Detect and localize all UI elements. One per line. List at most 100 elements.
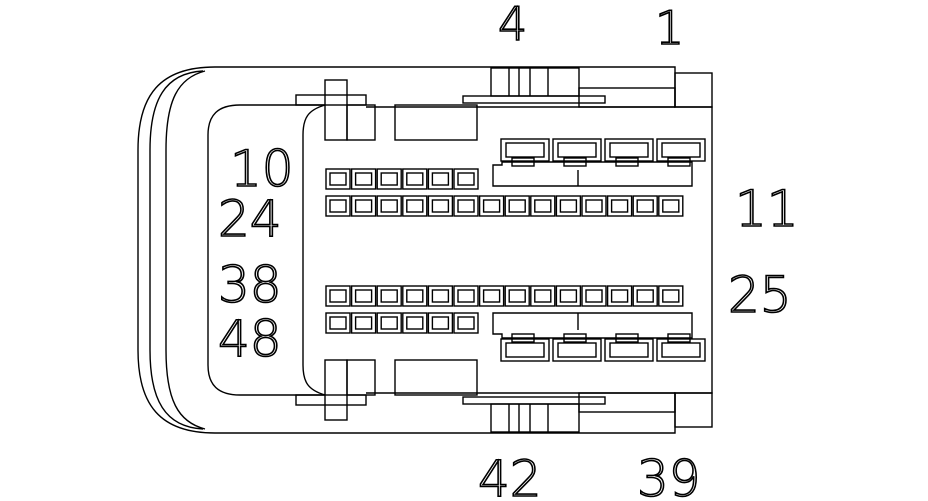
large-cavity-top — [552, 138, 602, 162]
cavity-row2-inner — [534, 199, 552, 213]
cavity-row3-inner — [406, 289, 424, 303]
cavity-row3 — [350, 285, 377, 307]
cavity-row2-inner — [482, 199, 501, 213]
pin-label-4: 4 — [498, 0, 527, 51]
large-cavity-top-inner — [661, 142, 701, 158]
cavity-row3 — [325, 285, 351, 307]
cavity-row3-inner — [662, 289, 680, 303]
cavity-row4-inner — [406, 316, 424, 330]
cavity-row1 — [325, 168, 351, 190]
cavity-row3 — [453, 285, 479, 307]
cavity-row4 — [427, 312, 454, 334]
large-cavity-top-inner — [557, 142, 597, 158]
pin-label-11: 11 — [735, 180, 799, 238]
cavity-row2-inner — [559, 199, 578, 213]
cavity-row3-inner — [380, 289, 398, 303]
cavity-row3-inner — [482, 289, 501, 303]
cavity-row3-inner — [508, 289, 526, 303]
cavity-row2-inner — [406, 199, 424, 213]
large-cavity-bottom-inner — [557, 342, 597, 358]
cavity-row4 — [376, 312, 402, 334]
cavity-row4-inner — [457, 316, 475, 330]
cavity-row3-inner — [559, 289, 578, 303]
cavity-row3 — [402, 285, 428, 307]
cavity-row2-inner — [380, 199, 398, 213]
cavity-row4 — [325, 312, 351, 334]
cavity-row1-inner — [431, 172, 450, 186]
cavity-row2 — [504, 195, 530, 217]
cavity-row3 — [504, 285, 530, 307]
large-cavity-bottom — [552, 338, 602, 362]
large-cavity-bottom — [604, 338, 654, 362]
cavity-row3-inner — [457, 289, 475, 303]
cavity-row2 — [402, 195, 428, 217]
cavity-row2 — [581, 195, 607, 217]
cavity-row4-inner — [380, 316, 398, 330]
cavity-row2-inner — [662, 199, 680, 213]
cavity-row2 — [606, 195, 633, 217]
cavity-row2 — [478, 195, 505, 217]
pin-label-10: 10 — [230, 140, 294, 198]
cavity-row1-inner — [354, 172, 373, 186]
connector-shell — [137, 66, 713, 434]
pin-labels: 4 1 10 24 38 48 11 25 42 39 — [217, 0, 799, 501]
pin-label-42: 42 — [478, 450, 542, 501]
cavity-row1 — [350, 168, 377, 190]
cavity-row2 — [530, 195, 556, 217]
cavity-row3 — [427, 285, 454, 307]
pin-label-38: 38 — [218, 256, 282, 314]
cavity-row2-inner — [585, 199, 603, 213]
large-cavity-carriers — [492, 161, 693, 339]
cavity-row3-inner — [329, 289, 347, 303]
cavity-row3-inner — [585, 289, 603, 303]
cavity-row4 — [350, 312, 377, 334]
cavity-row4-inner — [431, 316, 450, 330]
cavity-row1-inner — [457, 172, 475, 186]
cavity-row2 — [427, 195, 454, 217]
cavity-row3-inner — [354, 289, 373, 303]
large-cavity-bottom — [500, 338, 550, 362]
cavity-row4-inner — [354, 316, 373, 330]
cavity-row2-inner — [354, 199, 373, 213]
cavity-row1-inner — [380, 172, 398, 186]
large-cavity-top-inner — [505, 142, 545, 158]
cavity-row2-inner — [431, 199, 450, 213]
large-cavity-bottom-inner — [609, 342, 649, 358]
large-cavity-bottom-inner — [661, 342, 701, 358]
cavity-row1 — [402, 168, 428, 190]
cavity-row1-inner — [406, 172, 424, 186]
cavity-row1 — [453, 168, 479, 190]
large-cavity-top-inner — [609, 142, 649, 158]
cavity-row2-inner — [636, 199, 654, 213]
cavity-row3-inner — [431, 289, 450, 303]
pin-label-48: 48 — [218, 310, 282, 368]
connector-tabs — [295, 72, 713, 428]
large-cavity-bottom — [656, 338, 706, 362]
cavity-row3 — [555, 285, 582, 307]
pin-label-39: 39 — [637, 450, 701, 501]
cavity-row4-inner — [329, 316, 347, 330]
connector-keys — [462, 67, 676, 433]
pin-cavities — [325, 138, 706, 362]
cavity-row3-inner — [610, 289, 629, 303]
cavity-row2-inner — [329, 199, 347, 213]
large-cavity-top — [604, 138, 654, 162]
cavity-row4 — [453, 312, 479, 334]
cavity-row2 — [453, 195, 479, 217]
cavity-row2 — [325, 195, 351, 217]
cavity-row4 — [402, 312, 428, 334]
cavity-row2-inner — [508, 199, 526, 213]
large-cavity-bottom-inner — [505, 342, 545, 358]
large-cavity-top — [500, 138, 550, 162]
cavity-row3-inner — [636, 289, 654, 303]
cavity-row2 — [658, 195, 684, 217]
pin-label-1: 1 — [655, 1, 684, 55]
cavity-row2-inner — [610, 199, 629, 213]
cavity-row3 — [478, 285, 505, 307]
cavity-row3 — [658, 285, 684, 307]
cavity-row1-inner — [329, 172, 347, 186]
pin-label-25: 25 — [728, 266, 792, 324]
cavity-row3-inner — [534, 289, 552, 303]
cavity-row1 — [427, 168, 454, 190]
